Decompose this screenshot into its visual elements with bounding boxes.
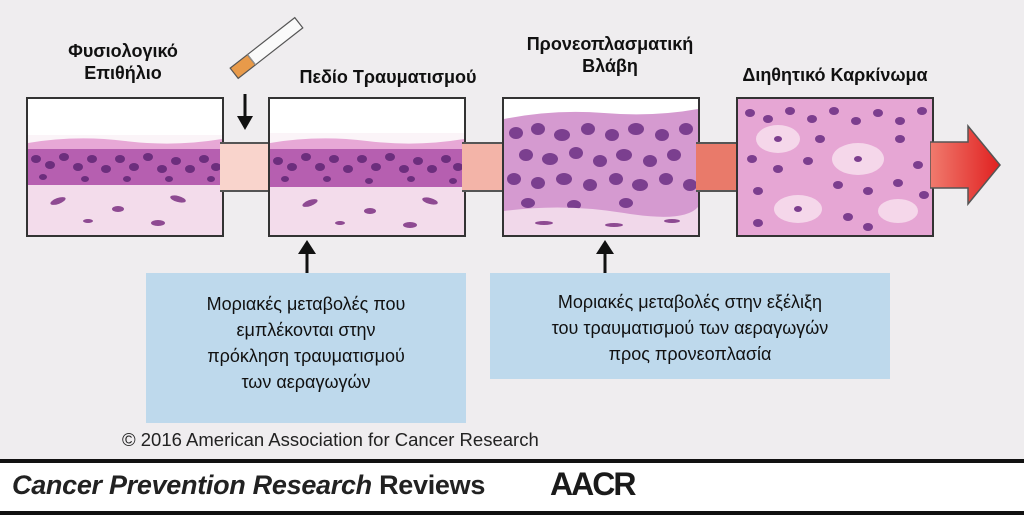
caption-line: των αεραγωγών: [241, 372, 371, 392]
stage-label-field-injury: Πεδίο Τραυματισμού: [268, 66, 508, 88]
histology-invasive-carcinoma: [736, 97, 934, 237]
journal-name: Cancer Prevention Research Reviews: [12, 470, 485, 501]
progression-connector: [462, 142, 502, 192]
journal-name-reviews: Reviews: [371, 470, 486, 500]
copyright-notice: © 2016 American Association for Cancer R…: [122, 429, 539, 450]
stage-label-line: Επιθήλιο: [84, 63, 162, 83]
stage-label-line: Διηθητικό Καρκίνωμα: [742, 65, 928, 85]
progression-connector: [220, 142, 268, 192]
caption-line: πρόκληση τραυματισμού: [207, 346, 405, 366]
stage-label-line: Προνεοπλασματική: [526, 34, 694, 54]
caption-line: Μοριακές μεταβολές στην εξέλιξη: [557, 292, 823, 312]
caption-box-preneoplasia-progression: Μοριακές μεταβολές στην εξέλιξη του τραυ…: [490, 273, 890, 379]
journal-name-italic: Cancer Prevention Research: [12, 470, 372, 500]
stage-label-line: Πεδίο Τραυματισμού: [299, 67, 477, 87]
progression-arrow-icon: [930, 124, 1001, 206]
caption-line: προς προνεοπλασία: [608, 344, 772, 364]
histology-preneoplastic-lesion: [502, 97, 700, 237]
up-arrow-icon: [298, 240, 316, 274]
caption-box-injury-initiation: Μοριακές μεταβολές που εμπλέκονται στην …: [146, 273, 466, 423]
progression-connector: [696, 142, 736, 192]
footer-divider-bottom: [0, 511, 1024, 515]
aacr-logo: AACR: [550, 466, 636, 502]
caption-line: εμπλέκονται στην: [236, 320, 376, 340]
stage-label-line: Φυσιολογικό: [68, 41, 178, 61]
stage-label-preneoplastic-lesion: Προνεοπλασματική Βλάβη: [500, 33, 720, 77]
stage-label-line: Βλάβη: [582, 56, 638, 76]
footer-divider-top: [0, 459, 1024, 463]
down-arrow-icon: [237, 94, 253, 130]
histology-normal-epithelium: [26, 97, 224, 237]
caption-line: του τραυματισμού των αεραγωγών: [551, 318, 829, 338]
up-arrow-icon: [596, 240, 614, 274]
histology-field-injury: [268, 97, 466, 237]
cigarette-icon: [229, 16, 304, 80]
stage-label-normal-epithelium: Φυσιολογικό Επιθήλιο: [48, 40, 198, 84]
stage-label-invasive-carcinoma: Διηθητικό Καρκίνωμα: [715, 64, 955, 86]
caption-line: Μοριακές μεταβολές που: [206, 294, 406, 314]
